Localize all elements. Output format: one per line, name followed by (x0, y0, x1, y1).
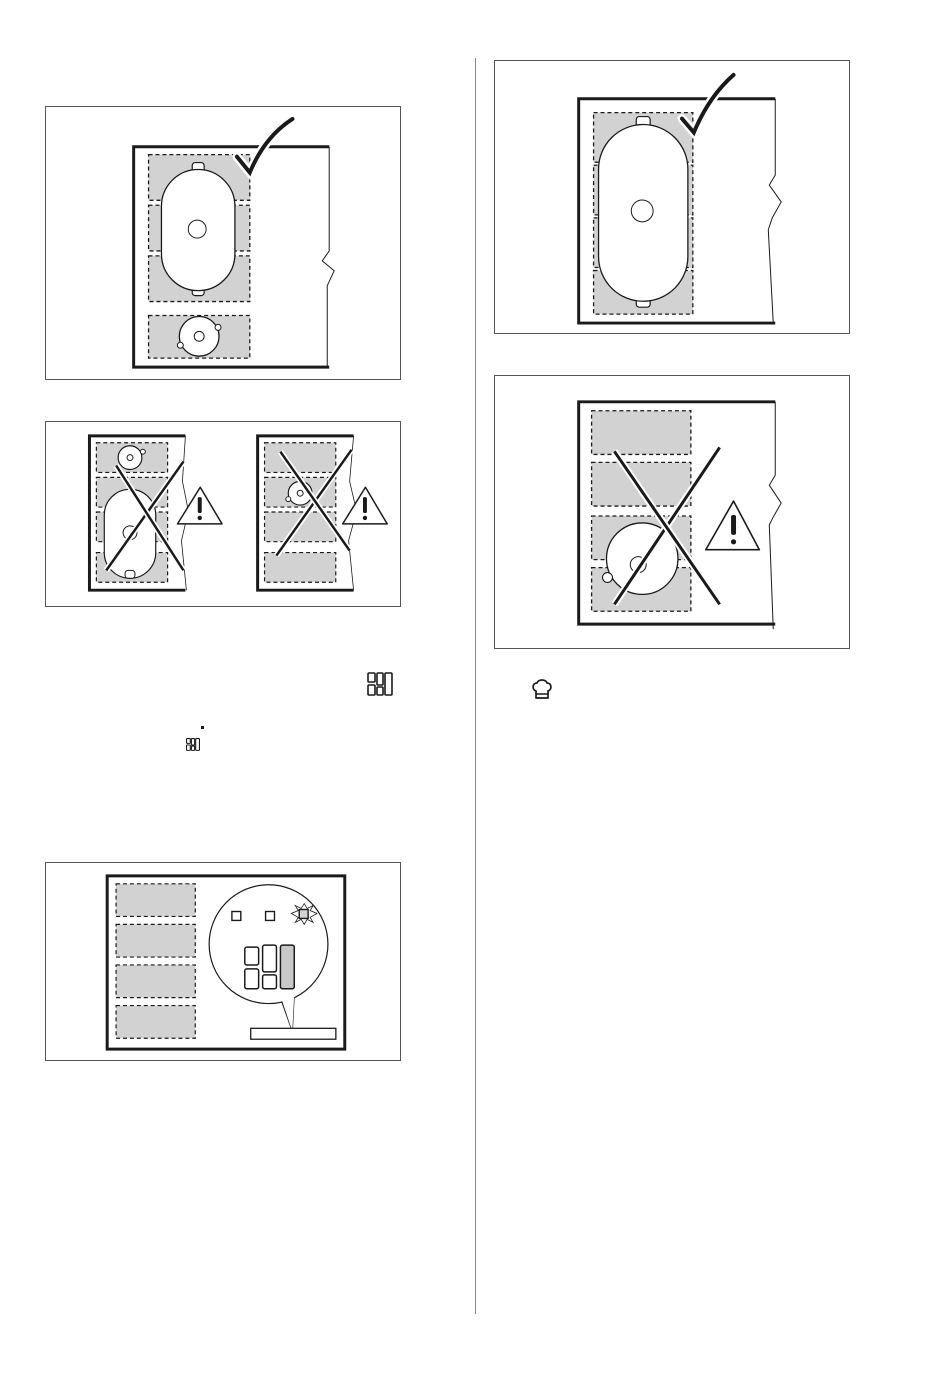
flexi-bridge-small-icon (186, 738, 200, 752)
warning-icon-right (343, 487, 388, 524)
figure-correct-oval-and-small-pot (45, 106, 401, 380)
warning-icon-left (177, 487, 222, 524)
warning-icon (706, 501, 760, 550)
hob-large-oval-illustration (495, 61, 849, 333)
figure-correct-large-oval (494, 60, 850, 334)
flexi-bridge-icon (367, 672, 393, 698)
figure-incorrect-round-pot (494, 375, 850, 649)
control-panel-illustration (46, 863, 400, 1060)
figure-control-panel (45, 862, 401, 1061)
hob-correct-illustration (46, 107, 400, 379)
hob-round-pot-incorrect-illustration (495, 376, 849, 648)
figure-incorrect-two-cases (45, 421, 401, 607)
hob-incorrect-illustration (46, 422, 400, 606)
dot-mark (201, 726, 204, 729)
column-divider (475, 58, 476, 1314)
chef-hat-icon (531, 678, 553, 700)
